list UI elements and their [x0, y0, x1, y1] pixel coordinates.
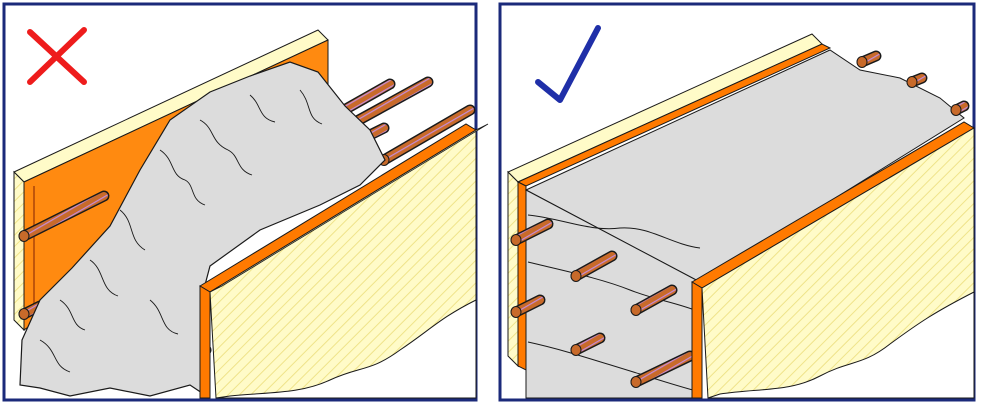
concrete-heap [19, 61, 386, 397]
rebar [906, 72, 928, 88]
front-formwork [199, 123, 489, 399]
rebar [630, 284, 678, 316]
rebar [630, 350, 696, 388]
checkmark-icon [535, 25, 601, 103]
rebar-group [510, 50, 970, 388]
panel-incorrect [2, 2, 489, 402]
cross-icon [27, 27, 87, 85]
rebar [950, 100, 970, 116]
rebar [510, 218, 554, 246]
rebar [510, 294, 546, 318]
panel-correct [498, 2, 976, 402]
back-formwork [507, 33, 832, 371]
front-formwork [691, 121, 975, 399]
rebar [570, 250, 618, 282]
rebar [18, 190, 110, 242]
concrete-cracks [39, 89, 323, 373]
pour-layer-lines [527, 214, 701, 393]
rebar [570, 332, 606, 356]
rebar [856, 50, 882, 68]
